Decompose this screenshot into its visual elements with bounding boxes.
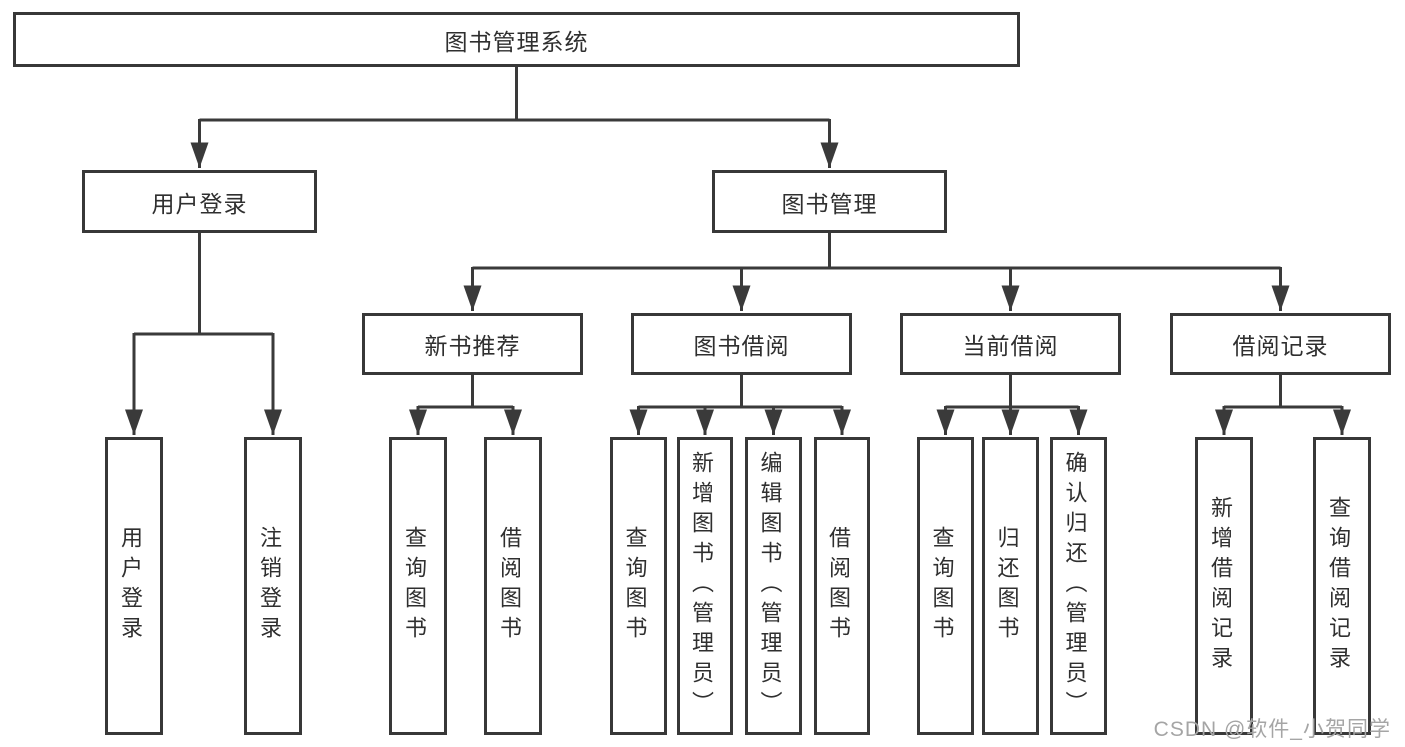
node-book-borrowing-label: 图书借阅 (693, 333, 790, 359)
leaf-return-book-label: 归还图书 (994, 526, 1020, 646)
leaf-borrow-book-borrowing-label: 借阅图书 (826, 526, 851, 646)
node-borrowing-record-label: 借阅记录 (1232, 333, 1329, 359)
node-book-borrowing: 图书借阅 (631, 313, 852, 375)
node-current-borrowing: 当前借阅 (900, 313, 1121, 375)
leaf-logout: 注销登录 (244, 437, 302, 735)
csdn-watermark: CSDN @软件_小贺同学 (1153, 718, 1391, 741)
leaf-query-book-recommendation-label: 查询图书 (402, 526, 427, 646)
node-new-book-recommendation-label: 新书推荐 (424, 333, 521, 359)
node-book-management-label: 图书管理 (781, 190, 878, 217)
leaf-query-book-current: 查询图书 (917, 437, 974, 735)
node-current-borrowing-label: 当前借阅 (962, 333, 1059, 359)
leaf-add-borrow-record: 新增借阅记录 (1195, 437, 1253, 735)
node-root-label: 图书管理系统 (444, 28, 589, 55)
leaf-confirm-return-admin-label: 确认归还（管理员） (1062, 451, 1088, 721)
leaf-return-book: 归还图书 (982, 437, 1039, 735)
node-new-book-recommendation: 新书推荐 (362, 313, 583, 375)
leaf-query-book-borrowing: 查询图书 (610, 437, 667, 735)
leaf-confirm-return-admin: 确认归还（管理员） (1050, 437, 1107, 735)
leaf-query-book-borrowing-label: 查询图书 (622, 526, 648, 646)
leaf-borrow-book-recommendation: 借阅图书 (484, 437, 542, 735)
leaf-user-login-label: 用户登录 (118, 526, 143, 646)
leaf-logout-label: 注销登录 (257, 526, 282, 646)
leaf-edit-book-admin-label: 编辑图书（管理员） (757, 451, 783, 721)
leaf-edit-book-admin: 编辑图书（管理员） (745, 437, 802, 735)
leaf-borrow-book-recommendation-label: 借阅图书 (497, 526, 522, 646)
leaf-borrow-book-borrowing: 借阅图书 (814, 437, 870, 735)
leaf-add-book-admin-label: 新增图书（管理员） (689, 451, 714, 721)
node-user-login-label: 用户登录 (151, 190, 248, 217)
leaf-query-borrow-record: 查询借阅记录 (1313, 437, 1371, 735)
leaf-user-login: 用户登录 (105, 437, 163, 735)
node-root: 图书管理系统 (13, 12, 1020, 67)
leaf-query-borrow-record-label: 查询借阅记录 (1326, 496, 1351, 676)
leaf-add-book-admin: 新增图书（管理员） (677, 437, 733, 735)
node-user-login: 用户登录 (82, 170, 317, 233)
node-borrowing-record: 借阅记录 (1170, 313, 1391, 375)
leaf-query-book-current-label: 查询图书 (929, 526, 955, 646)
leaf-query-book-recommendation: 查询图书 (389, 437, 447, 735)
leaf-add-borrow-record-label: 新增借阅记录 (1208, 496, 1233, 676)
node-book-management: 图书管理 (712, 170, 947, 233)
